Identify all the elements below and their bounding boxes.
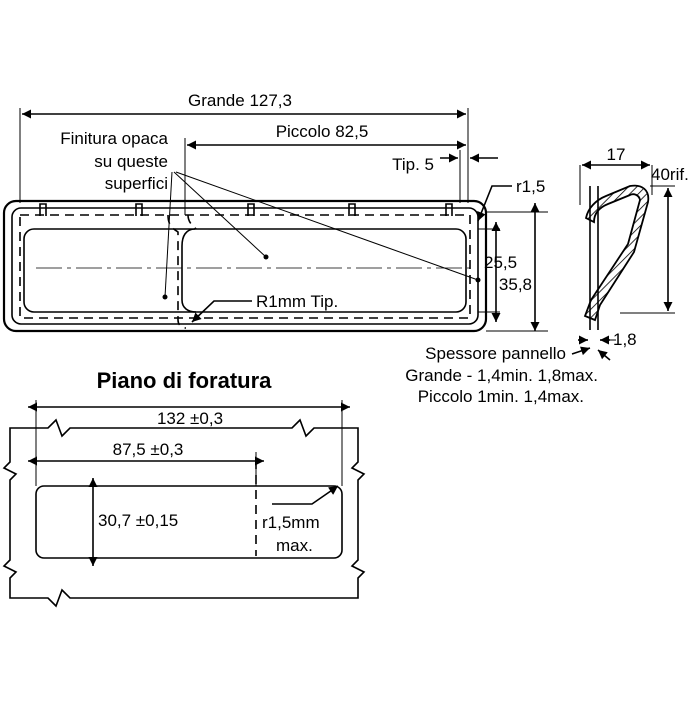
dim-grande-label: Grande 127,3 — [188, 91, 292, 110]
spessore-line-3: Piccolo 1min. 1,4max. — [418, 387, 584, 406]
dim-132-label: 132 ±0,3 — [157, 409, 223, 428]
dim-307-label: 30,7 ±0,15 — [98, 511, 178, 530]
finitura-line-1: Finitura opaca — [60, 129, 168, 148]
handle-small-recess — [181, 228, 197, 313]
dim-tip5-label: Tip. 5 — [392, 155, 434, 174]
spessore-line-2: Grande - 1,4min. 1,8max. — [405, 366, 598, 385]
small-size-boundary — [167, 214, 187, 329]
dim-255-label: 25,5 — [484, 253, 517, 272]
handle-recess — [23, 228, 467, 313]
dim-r15mm-line-2: max. — [276, 536, 313, 555]
spessore-line-1: Spessore pannello — [425, 344, 566, 363]
panel-outline — [2, 418, 366, 608]
handle-side-section: 17 40rif. 1,8 Spessore pannello Grande -… — [405, 145, 689, 406]
dim-18-label: 1,8 — [613, 330, 637, 349]
section-profile — [583, 184, 650, 322]
dim-40-label: 40rif. — [651, 165, 689, 184]
handle-outer-inner-line — [11, 207, 479, 325]
dim-358-label: 35,8 — [499, 275, 532, 294]
finitura-line-3: superfici — [105, 174, 168, 193]
dim-875-label: 87,5 ±0,3 — [113, 440, 184, 459]
dim-r1mm-label: R1mm Tip. — [256, 292, 338, 311]
dim-17-label: 17 — [607, 145, 626, 164]
finitura-line-2: su queste — [94, 152, 168, 171]
clip-tabs — [39, 203, 453, 216]
cutout-plan: 132 ±0,3 87,5 ±0,3 30,7 ±0,15 r1,5mm max… — [2, 400, 366, 608]
handle-outer-outline — [2, 199, 488, 333]
handle-dashed-flange — [19, 214, 471, 319]
handle-front-view: Grande 127,3 Piccolo 82,5 Tip. 5 r1,5 25… — [2, 91, 548, 333]
dim-r15-label: r1,5 — [516, 177, 545, 196]
section-title: Piano di foratura — [97, 368, 273, 393]
dim-piccolo-label: Piccolo 82,5 — [276, 122, 369, 141]
cutout-hole — [35, 485, 343, 559]
dim-r15mm-line-1: r1,5mm — [262, 513, 320, 532]
